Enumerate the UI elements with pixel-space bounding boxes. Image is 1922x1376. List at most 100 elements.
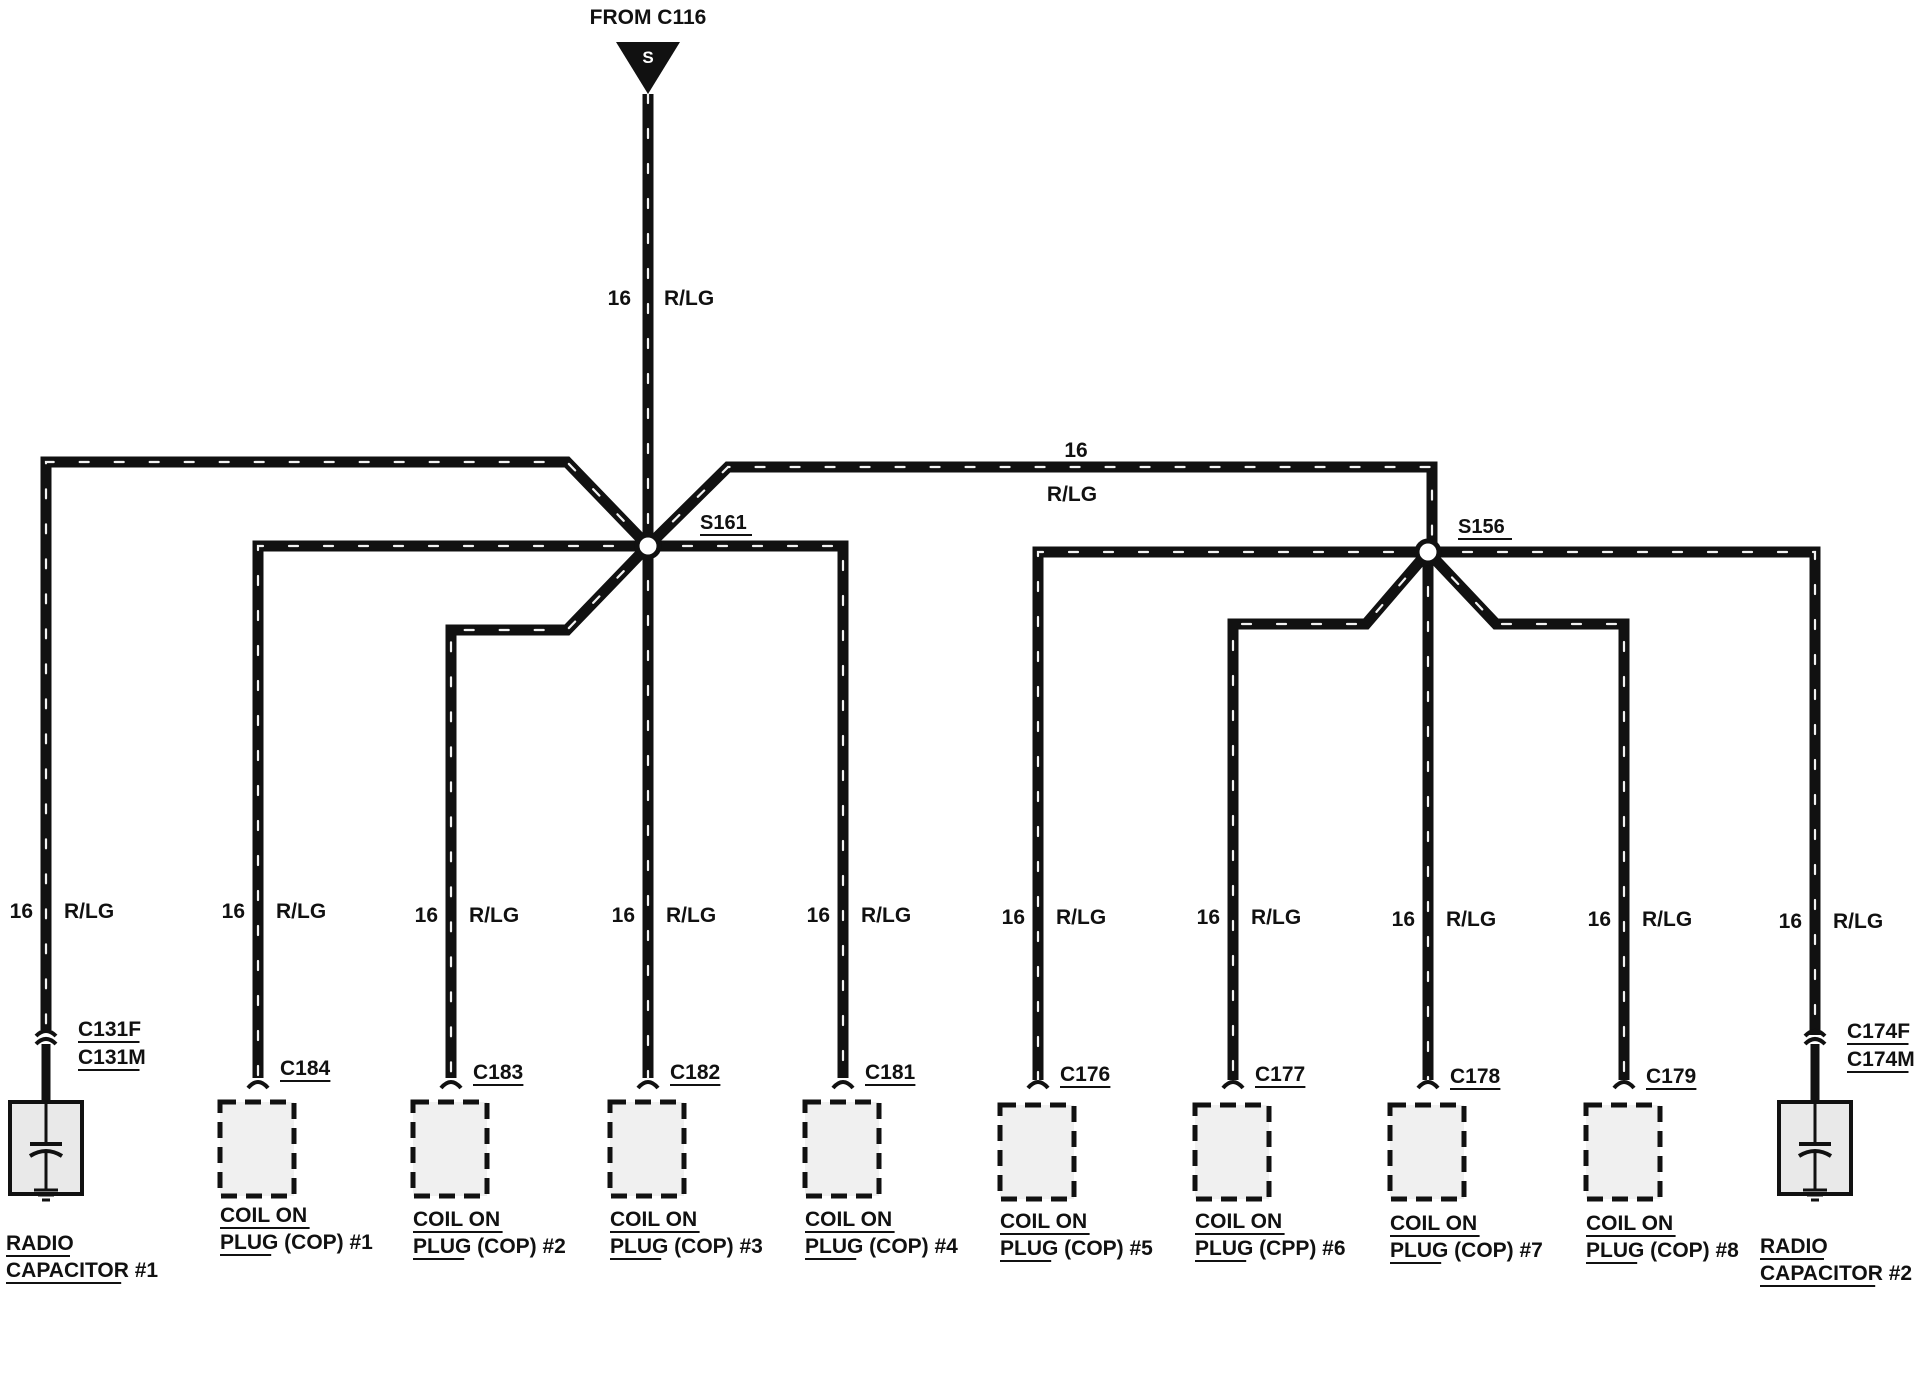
connector-label: C176	[1060, 1063, 1110, 1086]
capacitor-plate-icon	[1797, 1149, 1833, 1158]
connector-icon	[34, 1029, 58, 1038]
coil-body	[410, 1099, 490, 1199]
wire-harness	[40, 92, 1821, 1082]
trunk-wire-label: 16 R/LG	[608, 287, 715, 310]
connector-icon	[34, 1037, 58, 1046]
wire-gauge: 16	[1392, 908, 1415, 931]
radio-capacitor: 16 R/LG C131F C131M RADIO CAPACITOR #1	[6, 900, 158, 1284]
coil-body	[802, 1099, 882, 1199]
coil-body	[997, 1102, 1077, 1202]
connector-label: C183	[473, 1061, 523, 1084]
connector-label: C131M	[78, 1046, 146, 1069]
wire-tracer-stripe	[1036, 550, 1430, 1082]
splice-points	[634, 532, 1442, 566]
connector-icon	[439, 1080, 463, 1090]
connector-icon	[636, 1080, 660, 1090]
component-name-line: COIL ON	[1195, 1210, 1282, 1233]
wire-tracer-stripe	[449, 544, 650, 1080]
wire-color: R/LG	[1642, 908, 1692, 931]
component-name-line: PLUG (COP) #5	[1000, 1237, 1153, 1260]
component-name-line: PLUG (COP) #7	[1390, 1239, 1543, 1262]
wire-gauge: 16	[608, 287, 631, 310]
splice-label: S161	[700, 512, 747, 534]
wire-segment	[644, 461, 1438, 552]
component-name-line: COIL ON	[1586, 1212, 1673, 1235]
wire-color: R/LG	[64, 900, 114, 923]
component-name-line: CAPACITOR #1	[6, 1259, 158, 1282]
component-name-line: COIL ON	[413, 1208, 500, 1231]
connector-label: C182	[670, 1061, 720, 1084]
connector-icon	[831, 1080, 855, 1090]
wire-color: R/LG	[1251, 906, 1301, 929]
splice-dot-s161	[634, 532, 662, 560]
wire-color: R/LG	[1446, 908, 1496, 931]
coil-body	[1583, 1102, 1663, 1202]
component-name-line: CAPACITOR #2	[1760, 1262, 1912, 1285]
component-name-line: RADIO	[6, 1232, 74, 1255]
component-name-line: PLUG (COP) #1	[220, 1231, 373, 1254]
splice-dot-s156	[1414, 538, 1442, 566]
connector-label: C174M	[1847, 1048, 1915, 1071]
coil-body	[1387, 1102, 1467, 1202]
source-label: FROM C116	[590, 6, 707, 29]
splice-s156: S156	[1458, 516, 1512, 540]
wire-gauge: 16	[612, 904, 635, 927]
wire-color: R/LG	[469, 904, 519, 927]
coil-body	[217, 1099, 297, 1199]
component-name-line: PLUG (CPP) #6	[1195, 1237, 1346, 1260]
coil-body	[1192, 1102, 1272, 1202]
connector-label: C174F	[1847, 1020, 1910, 1043]
component-name-line: COIL ON	[1390, 1212, 1477, 1235]
wire-color: R/LG	[1833, 910, 1883, 933]
wire-segment	[445, 542, 652, 1078]
source-splice-letter: S	[642, 48, 653, 67]
link-wire-label: 16 R/LG	[1047, 439, 1097, 506]
connector-icon	[1026, 1080, 1050, 1090]
wire-segment	[1424, 548, 1630, 1080]
connector-label: C184	[280, 1057, 331, 1080]
component-name-line: COIL ON	[220, 1204, 307, 1227]
component-name-line: PLUG (COP) #4	[805, 1235, 958, 1258]
connector-icon	[1416, 1080, 1440, 1090]
wire-tracer-stripe	[646, 465, 1434, 554]
wire-gauge: 16	[1588, 908, 1611, 931]
connector-icon	[1221, 1080, 1245, 1090]
wire-gauge: 16	[415, 904, 438, 927]
coil-body	[607, 1099, 687, 1199]
wire-gauge: 16	[807, 904, 830, 927]
wire-gauge: 16	[10, 900, 33, 923]
connector-icon	[1803, 1037, 1827, 1046]
source-connector: FROM C116 S	[590, 6, 707, 94]
connector-icon	[246, 1080, 270, 1090]
connector-label: C181	[865, 1061, 916, 1084]
wire-color: R/LG	[1056, 906, 1106, 929]
capacitor-plate-icon	[28, 1149, 64, 1158]
component-name-line: PLUG (COP) #8	[1586, 1239, 1739, 1262]
wire-gauge: 16	[1002, 906, 1025, 929]
component-name-line: PLUG (COP) #2	[413, 1235, 566, 1258]
splice-s161: S161	[700, 512, 752, 536]
connector-label: C178	[1450, 1065, 1501, 1088]
splice-triangle-icon	[616, 42, 680, 94]
splice-label: S156	[1458, 516, 1505, 538]
component-name-line: COIL ON	[610, 1208, 697, 1231]
connector-icon	[1803, 1029, 1827, 1038]
wire-color: R/LG	[666, 904, 716, 927]
component-name-line: PLUG (COP) #3	[610, 1235, 763, 1258]
wire-tracer-stripe	[256, 544, 650, 1080]
wire-color: R/LG	[1047, 483, 1097, 506]
wire-gauge: 16	[1197, 906, 1220, 929]
wire-tracer-stripe	[646, 544, 845, 1080]
wire-tracer-stripe	[1426, 550, 1817, 1037]
connector-label: C131F	[78, 1018, 141, 1041]
wire-color: R/LG	[276, 900, 326, 923]
wire-tracer-stripe	[1426, 550, 1626, 1082]
